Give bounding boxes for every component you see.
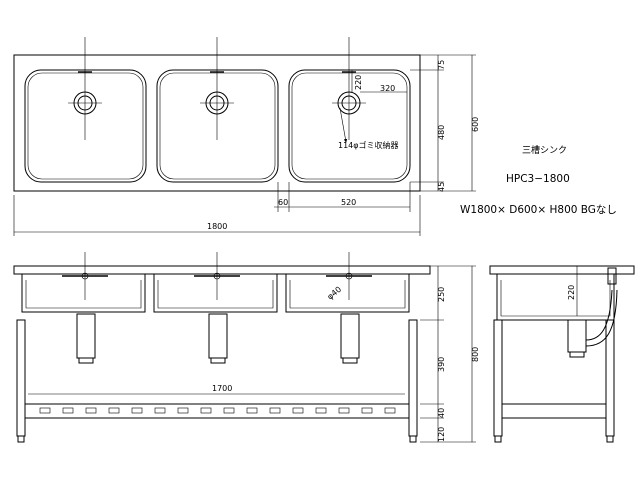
top-view: 320 220 114φゴミ収納器 75 480 45 600 60 520 1… bbox=[13, 37, 480, 236]
pipe-3 bbox=[340, 313, 360, 359]
front-view: φ40 1700 bbox=[13, 252, 480, 443]
dim-40: 40 bbox=[437, 408, 446, 418]
side-pipe bbox=[567, 319, 587, 353]
drain-note: 114φゴミ収納器 bbox=[338, 140, 399, 150]
side-top bbox=[489, 265, 635, 275]
side-view: 220 bbox=[489, 265, 635, 443]
dim-320: 320 bbox=[380, 84, 395, 93]
dim-1800: 1800 bbox=[207, 222, 227, 231]
dim-250: 250 bbox=[437, 287, 446, 302]
leg-right bbox=[408, 319, 418, 437]
product-size: W1800× D600× H800 BGなし bbox=[460, 204, 617, 216]
bottom-shelf bbox=[24, 403, 410, 419]
side-hose bbox=[585, 289, 613, 341]
dim-45: 45 bbox=[437, 182, 446, 192]
product-model: HPC3−1800 bbox=[506, 173, 570, 185]
dim-1700: 1700 bbox=[212, 384, 232, 393]
leg-left bbox=[16, 319, 26, 437]
dim-800: 800 bbox=[471, 347, 480, 362]
shelf-slots bbox=[39, 407, 396, 414]
drain-1 bbox=[68, 37, 102, 140]
pipe-2 bbox=[208, 313, 228, 359]
dim-60: 60 bbox=[278, 198, 288, 207]
basin-3 bbox=[288, 69, 411, 183]
pipe-label: φ40 bbox=[326, 285, 344, 302]
drain-3 bbox=[332, 37, 366, 140]
pipe-1 bbox=[76, 313, 96, 359]
dim-600: 600 bbox=[471, 117, 480, 132]
dim-220-side: 220 bbox=[567, 285, 576, 300]
dim-75: 75 bbox=[437, 60, 446, 70]
dim-390: 390 bbox=[437, 357, 446, 372]
product-name: 三槽シンク bbox=[522, 144, 567, 156]
basin-1 bbox=[24, 69, 147, 183]
counter-top bbox=[13, 265, 431, 275]
dim-120: 120 bbox=[437, 427, 446, 442]
drain-2 bbox=[200, 37, 234, 140]
spec-block: 三槽シンク HPC3−1800 W1800× D600× H800 BGなし bbox=[460, 144, 617, 216]
side-shelf bbox=[501, 403, 607, 419]
dim-480: 480 bbox=[437, 125, 446, 140]
basin-2 bbox=[156, 69, 279, 183]
dim-220-top: 220 bbox=[354, 75, 363, 90]
dim-520: 520 bbox=[341, 198, 356, 207]
